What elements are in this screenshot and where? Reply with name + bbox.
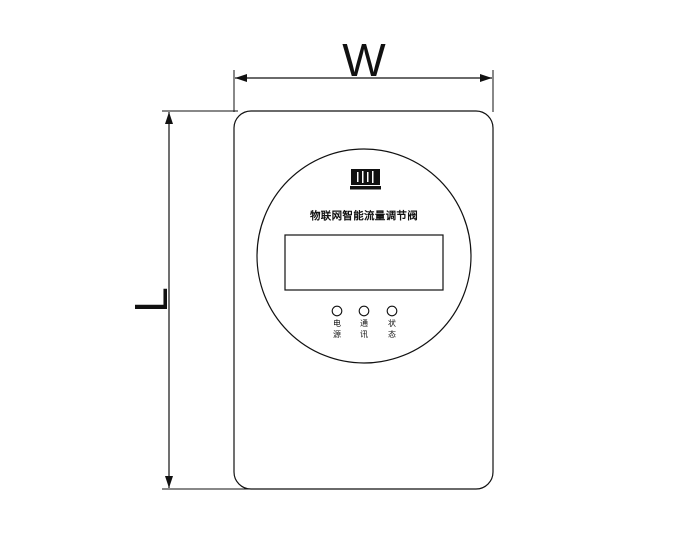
indicator-communication: 通 讯: [358, 305, 370, 339]
brand-logo-icon: [350, 169, 381, 190]
indicator-status: 状 态: [386, 305, 398, 339]
communication-label-line2: 讯: [360, 330, 368, 339]
power-led-icon: [331, 305, 343, 317]
length-dimension: L: [125, 110, 250, 490]
display-panel-circle: [256, 148, 472, 364]
length-label: L: [125, 287, 177, 313]
power-label-line2: 源: [333, 330, 341, 339]
communication-led-icon: [358, 305, 370, 317]
power-label-line1: 电: [333, 318, 341, 328]
width-label: W: [342, 34, 386, 86]
device-title: 物联网智能流量调节阀: [310, 209, 418, 222]
lcd-display: [284, 234, 444, 291]
device-enclosure: [233, 110, 494, 490]
status-label-line2: 态: [388, 329, 396, 339]
communication-label-line1: 通: [360, 318, 368, 328]
width-dimension: W: [233, 34, 494, 112]
indicator-power: 电 源: [331, 305, 343, 339]
status-label-line1: 状: [388, 318, 396, 328]
status-led-icon: [386, 305, 398, 317]
